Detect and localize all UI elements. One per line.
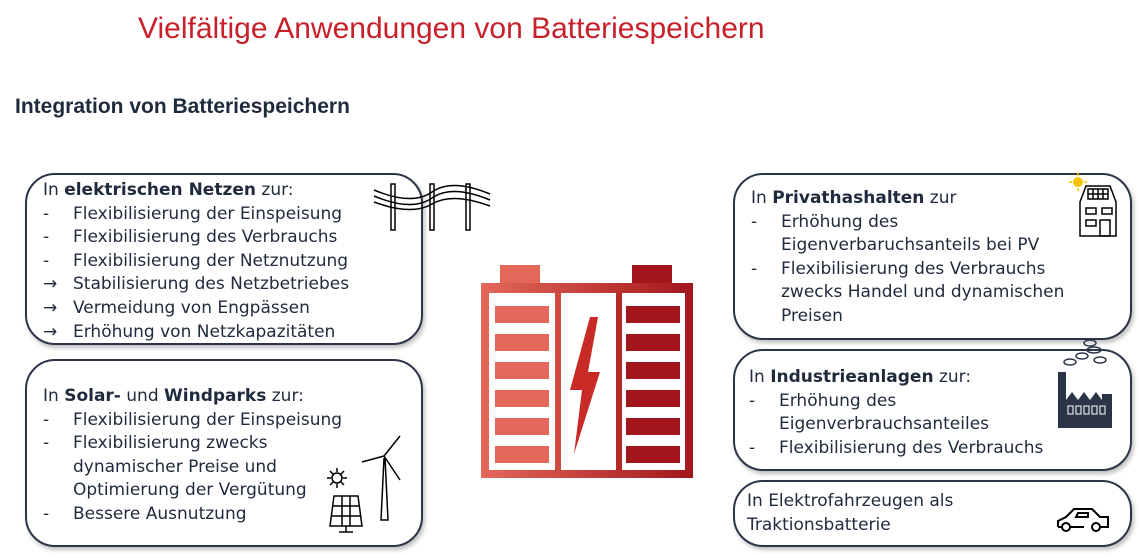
- list-item-text: Preisen: [781, 305, 843, 326]
- battery-cell: [495, 334, 549, 351]
- list-item: → Erhöhung von Netzkapazitäten: [43, 321, 421, 345]
- battery-cell: [626, 390, 680, 407]
- list-item-text: Flexibilisierung des Verbrauchs: [73, 227, 338, 248]
- dash-marker: -: [751, 258, 758, 279]
- list-item-text: Flexibilisierung der Einspeisung: [73, 409, 343, 430]
- list-item: - Flexibilisierung der Netznutzung: [43, 250, 421, 274]
- list-item-text: Vermeidung von Engpässen: [73, 297, 310, 318]
- list-item-text: Stabilisierung des Netzbetriebes: [73, 274, 350, 295]
- battery-cell: [626, 446, 680, 463]
- list-item: → Stabilisierung des Netzbetriebes: [43, 273, 421, 297]
- box-text: Traktionsbatterie: [747, 514, 891, 535]
- solar-wind-icon: [327, 435, 401, 533]
- list-item-text: Flexibilisierung des Verbrauchs: [779, 437, 1044, 458]
- list-item: - Erhöhung des: [749, 390, 1130, 414]
- dash-marker: -: [43, 203, 50, 224]
- list-item: dynamischer Preise und: [43, 456, 421, 480]
- list-item-text: Flexibilisierung der Netznutzung: [73, 250, 349, 271]
- grids-box: In elektrischen Netzen zur: - Flexibilisi…: [25, 173, 423, 345]
- arrow-icon: →: [43, 274, 58, 295]
- arrow-icon: →: [43, 297, 58, 318]
- dash-marker: -: [751, 211, 758, 232]
- dash-marker: -: [749, 437, 756, 458]
- box-heading: In Solar- und Windparks zur:: [43, 386, 304, 406]
- battery-cell: [626, 418, 680, 435]
- list-item: - Flexibilisierung der Einspeisung: [43, 203, 421, 227]
- list-item-text: Erhöhung von Netzkapazitäten: [73, 321, 336, 342]
- box-heading: In Privathashalten zur: [751, 188, 957, 208]
- list-item-text: Eigenverbaruchsanteils bei PV: [781, 235, 1040, 256]
- battery-cell: [626, 362, 680, 379]
- power-lines-icon: [373, 183, 491, 231]
- dash-marker: -: [43, 250, 50, 271]
- list-item: - Flexibilisierung des Verbrauchs: [749, 437, 1130, 461]
- ev-box: In Elektrofahrzeugen als Traktionsbatter…: [733, 480, 1132, 547]
- arrow-icon: →: [43, 321, 58, 342]
- factory-icon: [1058, 339, 1112, 428]
- list-item: Optimierung der Vergütung: [43, 479, 421, 503]
- list-item-text: Flexibilisierung der Einspeisung: [73, 203, 343, 224]
- list-item: - Bessere Ausnutzung: [43, 503, 421, 527]
- list-item: - Flexibilisierung des Verbrauchs: [43, 226, 421, 250]
- battery-cell: [626, 306, 680, 323]
- list-item: Eigenverbaruchsanteils bei PV: [751, 234, 1130, 258]
- dash-marker: -: [749, 390, 756, 411]
- list-item: Eigenverbrauchsanteiles: [749, 413, 1130, 437]
- list-item-text: Flexibilisierung zwecks: [73, 433, 268, 454]
- list-item-text: zwecks Handel und dynamischen: [781, 282, 1065, 303]
- page-title: Vielfältige Anwendungen von Batteriespei…: [138, 12, 765, 45]
- list-item: - Erhöhung des: [751, 211, 1130, 235]
- battery-cell: [495, 362, 549, 379]
- list-item-text: Bessere Ausnutzung: [73, 503, 247, 524]
- list-item-text: Flexibilisierung des Verbrauchs: [781, 258, 1046, 279]
- list-item: zwecks Handel und dynamischen: [751, 281, 1130, 305]
- battery-cell: [495, 390, 549, 407]
- list-item-text: Erhöhung des: [781, 211, 899, 232]
- battery-cell: [495, 418, 549, 435]
- dash-marker: -: [43, 433, 50, 454]
- list-item: - Flexibilisierung der Einspeisung: [43, 409, 421, 433]
- list-item-text: Eigenverbrauchsanteiles: [779, 414, 990, 435]
- list-item-text: Erhöhung des: [779, 390, 897, 411]
- list-item: → Vermeidung von Engpässen: [43, 297, 421, 321]
- list-item: Preisen: [751, 305, 1130, 329]
- dash-marker: -: [43, 409, 50, 430]
- box-heading: In elektrischen Netzen zur:: [43, 180, 294, 200]
- battery-cell: [626, 334, 680, 351]
- list-item-text: Optimierung der Vergütung: [73, 480, 307, 501]
- battery-cell: [495, 446, 549, 463]
- box-text: In Elektrofahrzeugen als: [747, 491, 954, 511]
- battery-cell: [495, 306, 549, 323]
- car-icon: [1057, 508, 1109, 532]
- dash-marker: -: [43, 503, 50, 524]
- box-heading: In Industrieanlagen zur:: [749, 367, 972, 387]
- list-item-text: dynamischer Preise und: [73, 456, 277, 477]
- list-item: - Flexibilisierung zwecks: [43, 432, 421, 456]
- dash-marker: -: [43, 227, 50, 248]
- battery-icon: [481, 265, 693, 478]
- list-item: - Flexibilisierung des Verbrauchs: [751, 258, 1130, 282]
- section-subtitle: Integration von Batteriespeichern: [15, 95, 350, 118]
- house-solar-icon: [1069, 173, 1117, 237]
